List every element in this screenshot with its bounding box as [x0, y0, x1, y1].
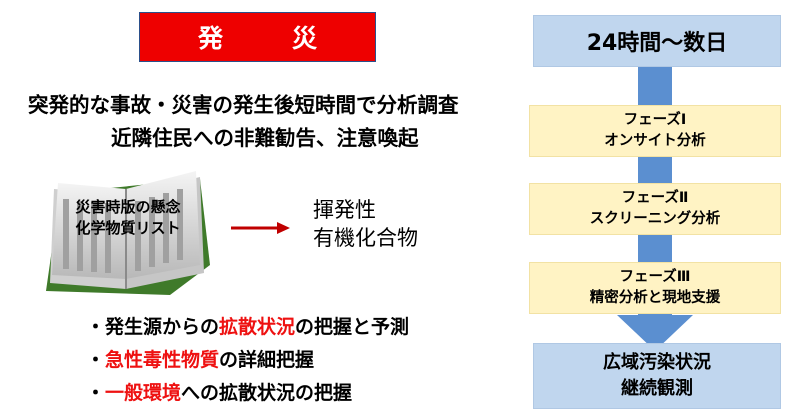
final-line-1: 広域汚染状況 — [603, 352, 711, 373]
flow-final-box: 広域汚染状況 継続観測 — [533, 343, 781, 409]
bullet-item: ・急性毒性物質の詳細把握 — [86, 345, 314, 372]
phase-1-desc: オンサイト分析 — [604, 133, 706, 149]
description-line-2: 近隣住民への非難勧告、注意喚起 — [111, 126, 419, 150]
final-line-2: 継続観測 — [621, 378, 693, 399]
vocs-line-2: 有機化合物 — [313, 226, 418, 250]
phase-3-box: フェーズⅢ 精密分析と現地支援 — [529, 262, 781, 314]
phase-2-title: フェーズⅡ — [621, 190, 689, 206]
book-title-line-1: 災害時版の懸念 — [75, 198, 181, 216]
phase-2-box: フェーズⅡ スクリーニング分析 — [529, 183, 781, 235]
phase-2-desc: スクリーニング分析 — [589, 211, 721, 227]
bullet-highlight: 急性毒性物質 — [105, 349, 220, 371]
disaster-banner: 発 災 — [139, 12, 376, 62]
book-icon: 災害時版の懸念 化学物質リスト — [40, 165, 212, 300]
phase-3-title: フェーズⅢ — [619, 269, 691, 285]
bullet-text: の把握と予測 — [295, 316, 410, 338]
flow-header: 24時間～数日 — [533, 15, 781, 67]
bullet-marker: ・ — [86, 349, 106, 371]
bullet-marker: ・ — [86, 316, 106, 338]
phase-1-box: フェーズⅠ オンサイト分析 — [529, 105, 781, 157]
bullet-text: 発生源からの — [105, 316, 220, 338]
phase-3-desc: 精密分析と現地支援 — [589, 290, 721, 306]
vocs-line-1: 揮発性 — [313, 198, 376, 222]
bullet-marker: ・ — [86, 382, 106, 404]
description-line-1: 突発的な事故・災害の発生後短時間で分析調査 — [28, 93, 459, 117]
banner-title: 発 災 — [197, 24, 339, 53]
book-title-line-2: 化学物質リスト — [75, 219, 181, 237]
bullet-item: ・一般環境への拡散状況の把握 — [86, 378, 352, 405]
bullet-text: の詳細把握 — [219, 349, 315, 371]
phase-1-title: フェーズⅠ — [623, 112, 687, 128]
bullet-highlight: 拡散状況 — [219, 316, 296, 338]
vocs-label: 揮発性 有機化合物 — [313, 196, 418, 252]
bullet-highlight: 一般環境 — [105, 382, 182, 404]
bullet-item: ・発生源からの拡散状況の把握と予測 — [86, 312, 409, 339]
right-arrow-icon — [231, 222, 290, 234]
bullet-text: への拡散状況の把握 — [181, 382, 353, 404]
flow-header-label: 24時間～数日 — [586, 31, 728, 56]
